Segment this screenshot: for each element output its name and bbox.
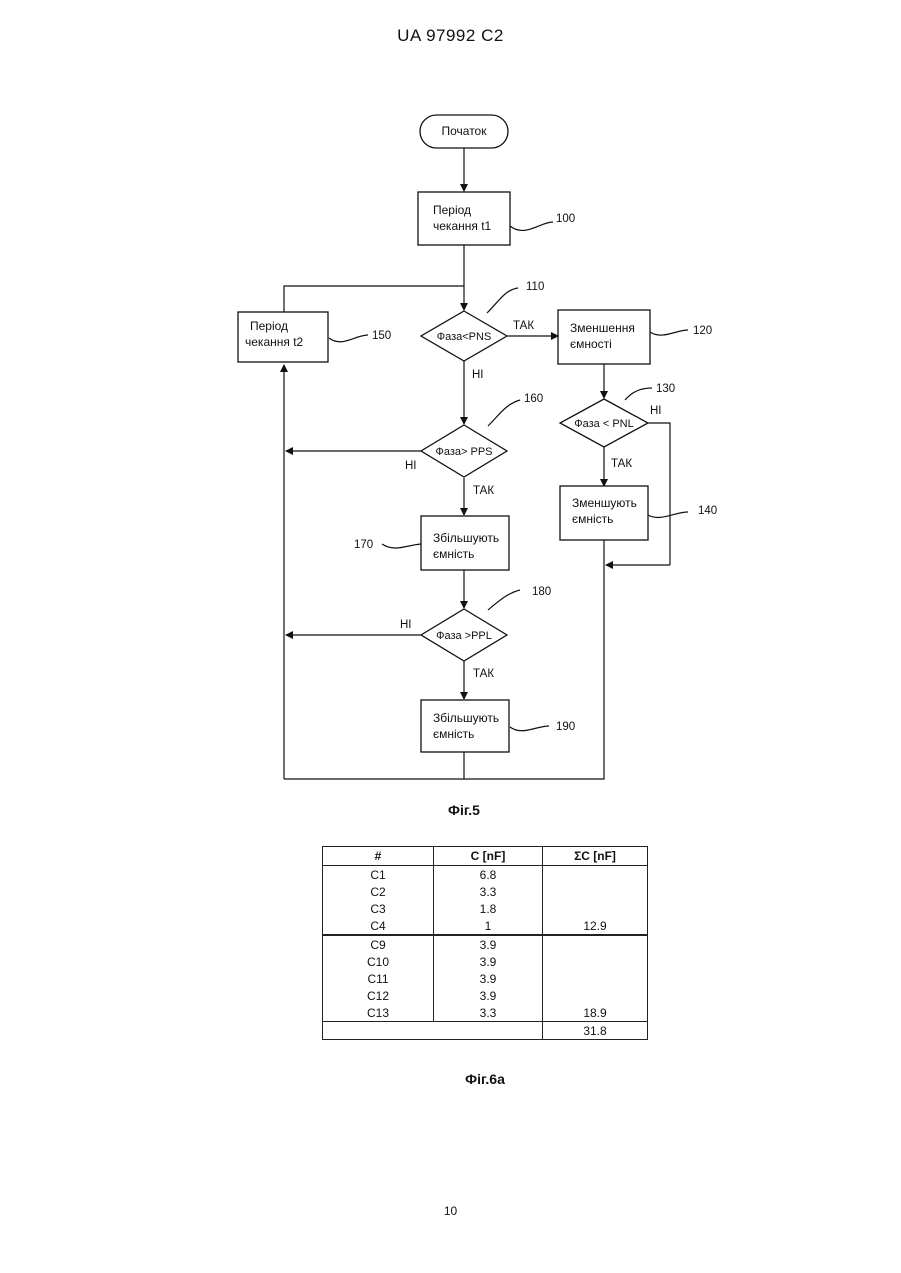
no-label-180: НІ xyxy=(400,619,412,631)
yes-label-130: ТАК xyxy=(611,458,632,470)
cell-c: 3.9 xyxy=(434,987,543,1004)
ref-150: 150 xyxy=(372,330,391,342)
box-190-line2: ємність xyxy=(433,727,474,741)
capacitor-table: # C [nF] ΣC [nF] C1 6.8 C2 3.3 C3 1.8 C4… xyxy=(322,846,648,1040)
cell-sum xyxy=(543,883,648,900)
flowchart-fig5: Початок Період чекання t1 100 Період чек… xyxy=(0,0,901,800)
start-label: Початок xyxy=(442,124,488,138)
cell-name: C3 xyxy=(323,900,434,917)
table-row: C9 3.9 xyxy=(323,935,648,953)
box-190 xyxy=(421,700,509,752)
cell-c: 3.3 xyxy=(434,1004,543,1022)
decision-130-label: Фаза < PNL xyxy=(574,418,633,430)
cell-sum xyxy=(543,970,648,987)
cell-name: C13 xyxy=(323,1004,434,1022)
cell-c: 3.3 xyxy=(434,883,543,900)
table-row: C3 1.8 xyxy=(323,900,648,917)
cell-sum xyxy=(543,900,648,917)
cell-sum xyxy=(543,953,648,970)
cell-c: 6.8 xyxy=(434,866,543,884)
cell-c: 3.9 xyxy=(434,953,543,970)
cell-sum: 12.9 xyxy=(543,917,648,935)
ref-160: 160 xyxy=(524,393,543,405)
table-row: C4 1 12.9 xyxy=(323,917,648,935)
box-170-line1: Збільшують xyxy=(433,531,499,545)
ref-170: 170 xyxy=(354,539,373,551)
decision-180-label: Фаза >PPL xyxy=(436,630,492,642)
cell-sum: 18.9 xyxy=(543,1004,648,1022)
table-total-row: 31.8 xyxy=(323,1022,648,1040)
table-header-row: # C [nF] ΣC [nF] xyxy=(323,847,648,866)
total-spacer xyxy=(323,1022,543,1040)
cell-name: C4 xyxy=(323,917,434,935)
col-header-c: C [nF] xyxy=(434,847,543,866)
table-row: C11 3.9 xyxy=(323,970,648,987)
ref-120: 120 xyxy=(693,325,712,337)
box-150-line2: чекання t2 xyxy=(245,335,304,349)
cell-name: C9 xyxy=(323,935,434,953)
ref-130: 130 xyxy=(656,383,675,395)
ref-180: 180 xyxy=(532,586,551,598)
col-header-sum-c: ΣC [nF] xyxy=(543,847,648,866)
cell-name: C1 xyxy=(323,866,434,884)
cell-name: C11 xyxy=(323,970,434,987)
no-label-110: НІ xyxy=(472,369,484,381)
decision-160-label: Фаза> PPS xyxy=(435,446,492,458)
box-120-line1: Зменшення xyxy=(570,321,635,335)
table-row: C10 3.9 xyxy=(323,953,648,970)
cell-sum xyxy=(543,935,648,953)
cell-name: C12 xyxy=(323,987,434,1004)
ref-100: 100 xyxy=(556,213,575,225)
cell-sum xyxy=(543,866,648,884)
ref-190: 190 xyxy=(556,721,575,733)
cell-c: 3.9 xyxy=(434,935,543,953)
cell-name: C10 xyxy=(323,953,434,970)
figure-5-caption: Фіг.5 xyxy=(0,802,901,818)
yes-label-110: ТАК xyxy=(513,320,534,332)
table-row: C1 6.8 xyxy=(323,866,648,884)
cell-c: 1.8 xyxy=(434,900,543,917)
box-120-line2: ємності xyxy=(570,337,612,351)
cell-c: 3.9 xyxy=(434,970,543,987)
box-150-line1: Період xyxy=(250,319,288,333)
table-row: C2 3.3 xyxy=(323,883,648,900)
box-190-line1: Збільшують xyxy=(433,711,499,725)
cell-sum xyxy=(543,987,648,1004)
yes-label-180: ТАК xyxy=(473,668,494,680)
cell-name: C2 xyxy=(323,883,434,900)
box-100-line2: чекання t1 xyxy=(433,219,492,233)
box-140-line2: ємність xyxy=(572,512,613,526)
col-header-index: # xyxy=(323,847,434,866)
ref-110: 110 xyxy=(526,281,544,293)
yes-label-160: ТАК xyxy=(473,485,494,497)
table-row: C12 3.9 xyxy=(323,987,648,1004)
figure-6a-caption: Фіг.6a xyxy=(322,1071,648,1087)
table-row: C13 3.3 18.9 xyxy=(323,1004,648,1022)
cell-c: 1 xyxy=(434,917,543,935)
no-label-160: НІ xyxy=(405,460,417,472)
cell-total: 31.8 xyxy=(543,1022,648,1040)
decision-110-label: Фаза<PNS xyxy=(437,331,492,343)
page-number: 10 xyxy=(0,1204,901,1218)
box-100-line1: Період xyxy=(433,203,471,217)
box-140-line1: Зменшують xyxy=(572,496,637,510)
box-170-line2: ємність xyxy=(433,547,474,561)
ref-140: 140 xyxy=(698,505,717,517)
no-label-130: НІ xyxy=(650,405,662,417)
